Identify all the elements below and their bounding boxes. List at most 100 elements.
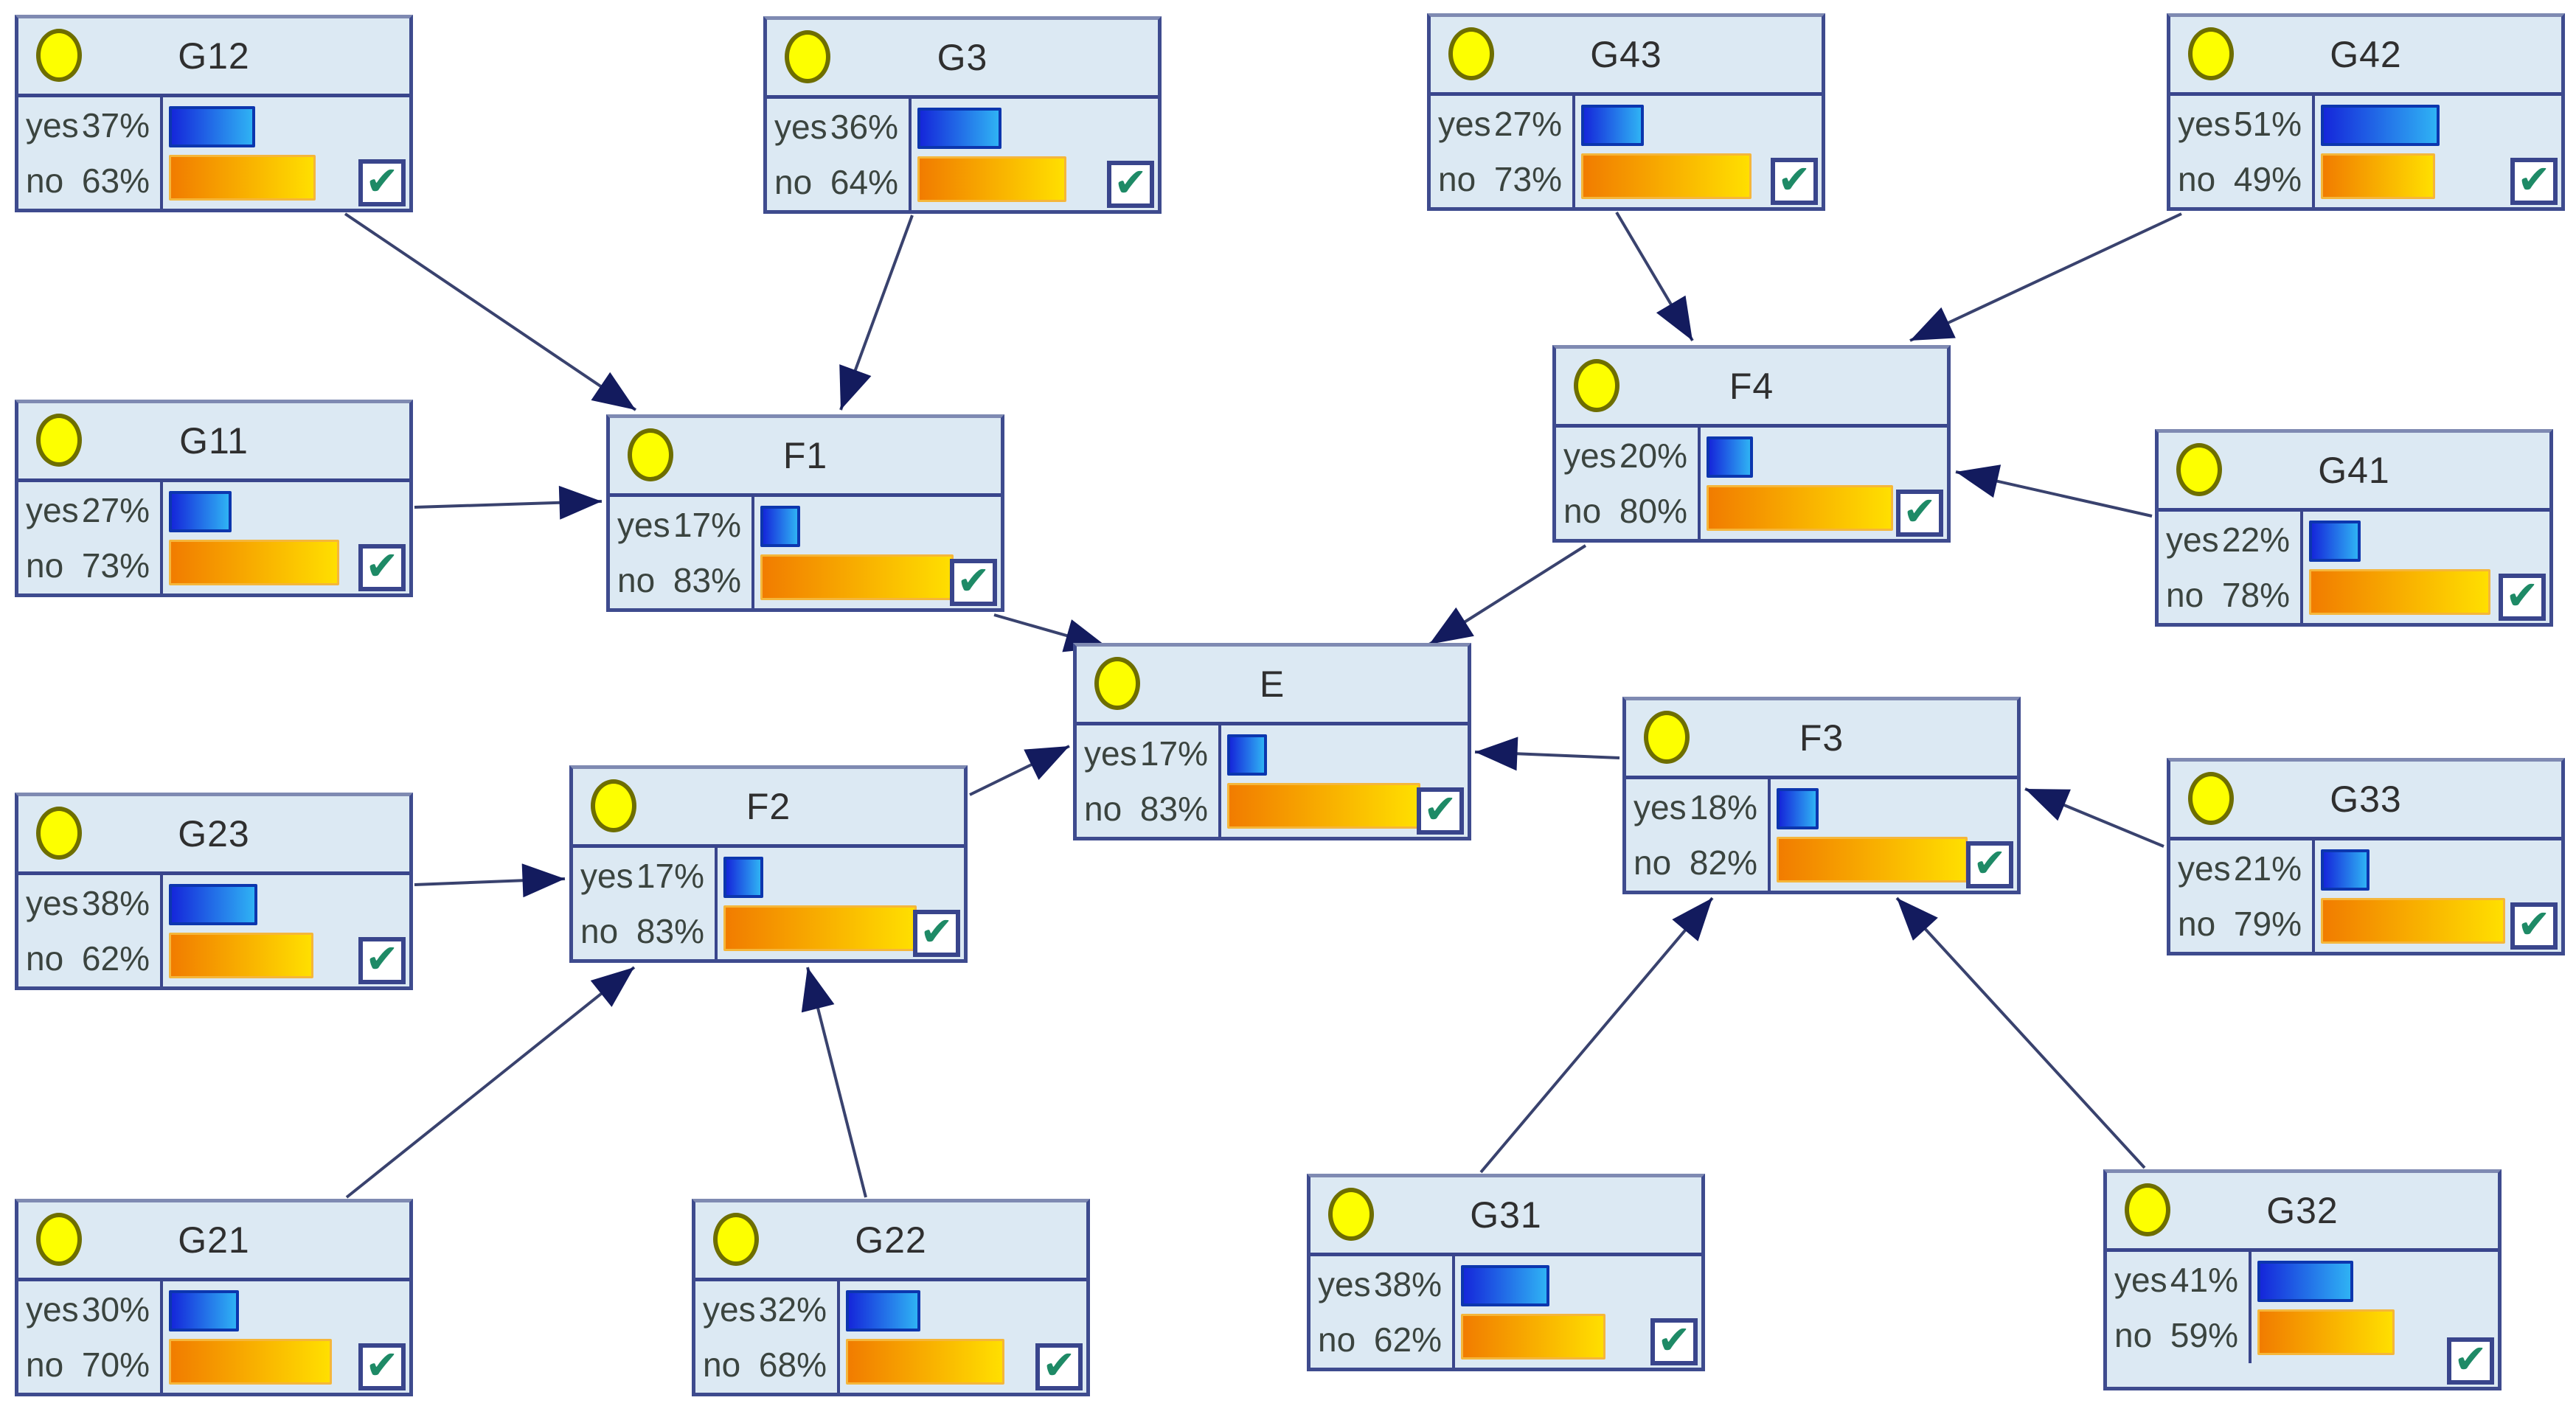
node-title-bar: G3: [767, 20, 1158, 99]
probability-bar-column: [2315, 96, 2561, 207]
state-row-no: no 73%: [18, 538, 160, 594]
state-probability-no: 83%: [636, 912, 704, 951]
probability-bar-column: [163, 97, 409, 209]
probability-bar-column: [163, 875, 409, 986]
checkmark-icon: ✔: [2505, 574, 2539, 618]
node-title-bar: F2: [573, 769, 964, 848]
node-G21[interactable]: G21 yes 30% no 70%: [15, 1199, 413, 1396]
node-checkbox[interactable]: ✔: [950, 559, 997, 606]
checkmark-icon: ✔: [2454, 1337, 2488, 1382]
no-probability-bar: [169, 1338, 333, 1385]
yes-probability-bar: [169, 884, 258, 926]
node-state-icon: [2125, 1183, 2170, 1236]
node-probability-table: yes 17% no 83%: [573, 848, 964, 959]
checkmark-icon: ✔: [1423, 787, 1457, 832]
no-bar-slot: [917, 154, 1150, 205]
node-probability-table: yes 32% no 68%: [695, 1281, 1086, 1393]
node-state-icon: [1094, 657, 1140, 710]
state-probability-yes: 17%: [636, 856, 704, 895]
state-row-no: no 80%: [1556, 484, 1698, 540]
node-title: G42: [2330, 34, 2402, 75]
node-checkbox[interactable]: ✔: [2447, 1337, 2494, 1385]
node-checkbox[interactable]: ✔: [1035, 1343, 1083, 1390]
state-name-no: no: [26, 1345, 64, 1385]
node-G31[interactable]: G31 yes 38% no 62%: [1307, 1174, 1705, 1371]
edge-G41-F4: [1955, 464, 2153, 518]
no-bar-slot: [169, 1337, 402, 1388]
node-probability-table: yes 27% no 73%: [18, 482, 409, 593]
yes-probability-bar: [169, 491, 232, 533]
node-checkbox[interactable]: ✔: [1966, 841, 2013, 888]
node-checkbox[interactable]: ✔: [1896, 490, 1943, 537]
node-G12[interactable]: G12 yes 37% no 63%: [15, 15, 413, 212]
node-checkbox[interactable]: ✔: [1650, 1318, 1698, 1365]
node-checkbox[interactable]: ✔: [1771, 158, 1818, 205]
node-G43[interactable]: G43 yes 27% no 73%: [1427, 13, 1825, 211]
node-title: G12: [178, 35, 250, 77]
node-G3[interactable]: G3 yes 36% no 64%: [763, 16, 1162, 214]
node-checkbox[interactable]: ✔: [1107, 161, 1154, 208]
probability-bar-column: [912, 99, 1158, 210]
node-F3[interactable]: F3 yes 18% no 82%: [1622, 697, 2021, 894]
node-title: G3: [937, 37, 988, 78]
no-bar-slot: [2321, 151, 2554, 202]
node-checkbox[interactable]: ✔: [358, 159, 406, 206]
edge-F2-E: [969, 745, 1070, 796]
node-checkbox[interactable]: ✔: [2499, 574, 2546, 621]
node-E[interactable]: E yes 17% no 83%: [1073, 643, 1471, 840]
node-G33[interactable]: G33 yes 21% no 79%: [2167, 758, 2565, 955]
state-probability-no: 62%: [1373, 1320, 1442, 1360]
node-probability-table: yes 51% no 49%: [2170, 96, 2561, 207]
edge-G42-F4: [1909, 212, 2182, 342]
node-title-bar: G41: [2159, 433, 2549, 512]
state-label-column: yes 51% no 49%: [2170, 96, 2315, 207]
no-probability-bar: [1581, 153, 1752, 199]
yes-probability-bar: [2257, 1261, 2353, 1303]
probability-bar-column: [718, 848, 964, 959]
node-title: G31: [1470, 1194, 1542, 1236]
node-title: G23: [178, 813, 250, 854]
state-name-yes: yes: [2178, 104, 2231, 143]
probability-bar-column: [1221, 725, 1468, 837]
node-G11[interactable]: G11 yes 27% no 73%: [15, 400, 413, 597]
state-probability-yes: 17%: [1139, 734, 1208, 773]
checkmark-icon: ✔: [1777, 158, 1811, 202]
yes-bar-slot: [1707, 432, 1940, 483]
state-name-no: no: [26, 161, 64, 201]
node-title: F1: [782, 435, 828, 476]
node-G42[interactable]: G42 yes 51% no 49%: [2167, 13, 2565, 211]
node-G41[interactable]: G41 yes 22% no 78%: [2155, 429, 2553, 627]
checkmark-icon: ✔: [365, 544, 399, 588]
node-title-bar: G22: [695, 1202, 1086, 1281]
node-checkbox[interactable]: ✔: [1417, 787, 1464, 835]
node-title-bar: G23: [18, 796, 409, 875]
state-probability-yes: 37%: [81, 105, 150, 145]
state-probability-yes: 18%: [1689, 787, 1757, 826]
node-checkbox[interactable]: ✔: [358, 1343, 406, 1390]
node-checkbox[interactable]: ✔: [358, 544, 406, 591]
node-G22[interactable]: G22 yes 32% no 68%: [692, 1199, 1090, 1396]
state-name-yes: yes: [2114, 1260, 2167, 1299]
node-checkbox[interactable]: ✔: [358, 937, 406, 984]
node-title-bar: F1: [610, 418, 1001, 497]
node-F2[interactable]: F2 yes 17% no 83%: [569, 765, 968, 963]
no-bar-slot: [1227, 781, 1460, 832]
node-F1[interactable]: F1 yes 17% no 83%: [606, 414, 1004, 612]
node-checkbox[interactable]: ✔: [2510, 902, 2558, 950]
edge-F3-E: [1474, 737, 1620, 771]
probability-bar-column: [2252, 1252, 2498, 1363]
node-G32[interactable]: G32 yes 41% no 59%: [2103, 1169, 2502, 1390]
state-probability-no: 73%: [81, 546, 150, 585]
state-probability-yes: 27%: [1493, 104, 1562, 143]
node-G23[interactable]: G23 yes 38% no 62%: [15, 793, 413, 990]
state-name-yes: yes: [26, 1289, 79, 1329]
node-F4[interactable]: F4 yes 20% no 80%: [1552, 345, 1951, 543]
yes-probability-bar: [1777, 788, 1819, 830]
checkmark-icon: ✔: [1042, 1343, 1076, 1388]
node-checkbox[interactable]: ✔: [2510, 158, 2558, 205]
node-title-bar: G42: [2170, 17, 2561, 96]
no-probability-bar: [846, 1338, 1004, 1385]
node-checkbox[interactable]: ✔: [913, 910, 960, 957]
state-row-no: no 64%: [767, 155, 909, 211]
state-label-column: yes 17% no 83%: [573, 848, 718, 959]
